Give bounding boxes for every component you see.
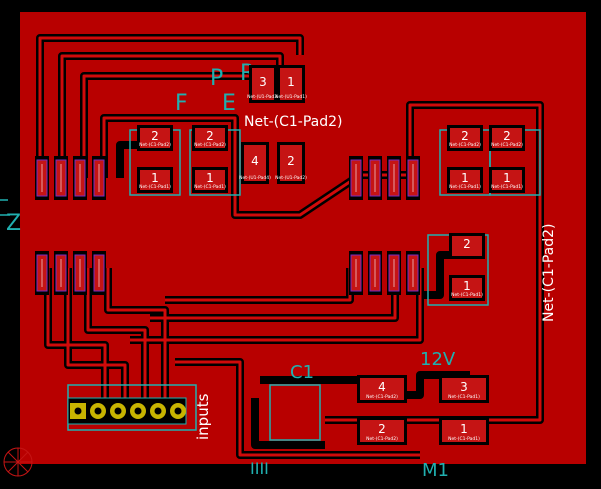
pad-net: Net-(U1-Pad3) bbox=[247, 94, 279, 100]
pad-number: 1 bbox=[287, 75, 295, 89]
pad-number: 1 bbox=[463, 279, 471, 293]
silk-12v: 12V bbox=[420, 349, 456, 370]
connector-label: inputs bbox=[194, 393, 212, 440]
ic-pin[interactable] bbox=[73, 251, 87, 295]
pad-number: 3 bbox=[259, 75, 267, 89]
connector-outline bbox=[67, 397, 187, 425]
ic-pin[interactable] bbox=[35, 156, 49, 200]
origin-marker bbox=[3, 447, 33, 477]
pad-number: 1 bbox=[151, 171, 159, 185]
ic-pin[interactable] bbox=[54, 251, 68, 295]
ic-pin-groups bbox=[35, 156, 420, 295]
silk-p: P bbox=[210, 66, 223, 91]
connector-pin[interactable] bbox=[130, 403, 146, 419]
ic-pin[interactable] bbox=[54, 156, 68, 200]
connector-pins bbox=[70, 403, 186, 419]
net-label-right: Net-(C1-Pad2) bbox=[541, 224, 557, 322]
smd-pad[interactable]: 2 bbox=[449, 233, 485, 259]
pad-number: 4 bbox=[251, 154, 259, 168]
pad-net: Net-(C1-Pad1) bbox=[491, 184, 523, 190]
silk-bottom-fragment: IIII bbox=[250, 459, 269, 478]
ic-pin[interactable] bbox=[92, 156, 106, 200]
pad-net: Net-(C1-Pad2) bbox=[449, 142, 481, 148]
pad-number: 2 bbox=[287, 154, 295, 168]
connector-inputs[interactable] bbox=[67, 397, 187, 425]
pad-number: 3 bbox=[460, 380, 468, 394]
pad-number: 2 bbox=[151, 129, 159, 143]
ic-pin[interactable] bbox=[349, 251, 363, 295]
pad-net: Net-(U1-Pad2) bbox=[275, 175, 307, 181]
pad-net: Net-(U1-Pad4) bbox=[239, 175, 271, 181]
pad-number: 2 bbox=[503, 129, 511, 143]
ic-pin[interactable] bbox=[92, 251, 106, 295]
pad-number: 1 bbox=[460, 422, 468, 436]
ic-pin[interactable] bbox=[387, 251, 401, 295]
pad-number: 4 bbox=[378, 380, 386, 394]
connector-pin[interactable] bbox=[170, 403, 186, 419]
pad-net: Net-(C1-Pad1) bbox=[194, 184, 226, 190]
pad-number: 1 bbox=[503, 171, 511, 185]
ic-pin[interactable] bbox=[35, 251, 49, 295]
pad-number: 2 bbox=[206, 129, 214, 143]
pad-net: Net-(C1-Pad1) bbox=[139, 184, 171, 190]
silk-e: E bbox=[222, 91, 236, 116]
ic-pin[interactable] bbox=[406, 251, 420, 295]
pad-number: 2 bbox=[463, 237, 471, 251]
ic-pin[interactable] bbox=[368, 156, 382, 200]
pad-net: Net-(C1-Pad2) bbox=[366, 394, 398, 400]
pad-net: Net-(C1-Pad2) bbox=[366, 436, 398, 442]
pad-number: 1 bbox=[206, 171, 214, 185]
connector-pin[interactable] bbox=[70, 403, 86, 419]
connector-pin[interactable] bbox=[110, 403, 126, 419]
ic-pin[interactable] bbox=[349, 156, 363, 200]
net-label-top: Net-(C1-Pad2) bbox=[244, 114, 342, 130]
pad-net: Net-(C1-Pad1) bbox=[448, 436, 480, 442]
ic-pin[interactable] bbox=[406, 156, 420, 200]
pad-net: Net-(C1-Pad2) bbox=[491, 142, 523, 148]
pad-number: 1 bbox=[461, 171, 469, 185]
ic-pin[interactable] bbox=[368, 251, 382, 295]
smd-pads: 3Net-(U1-Pad3)1Net-(U1-Pad1)4Net-(U1-Pad… bbox=[137, 65, 525, 445]
connector-pin[interactable] bbox=[90, 403, 106, 419]
silk-m1: M1 bbox=[422, 460, 449, 481]
pad-number: 2 bbox=[461, 129, 469, 143]
silk-z: Z bbox=[6, 211, 21, 236]
pad-net: Net-(C1-Pad2) bbox=[194, 142, 226, 148]
pad-net: Net-(C1-Pad1) bbox=[451, 292, 483, 298]
pad-net: Net-(C1-Pad1) bbox=[449, 184, 481, 190]
silk-c1: C1 bbox=[290, 362, 314, 383]
pad-net: Net-(C1-Pad1) bbox=[448, 394, 480, 400]
pad-net: Net-(U1-Pad1) bbox=[275, 94, 307, 100]
ic-pin[interactable] bbox=[387, 156, 401, 200]
ic-pin[interactable] bbox=[73, 156, 87, 200]
connector-pin[interactable] bbox=[150, 403, 166, 419]
silk-f: F bbox=[175, 91, 188, 116]
pad-number: 2 bbox=[378, 422, 386, 436]
pad-net: Net-(C1-Pad2) bbox=[139, 142, 171, 148]
